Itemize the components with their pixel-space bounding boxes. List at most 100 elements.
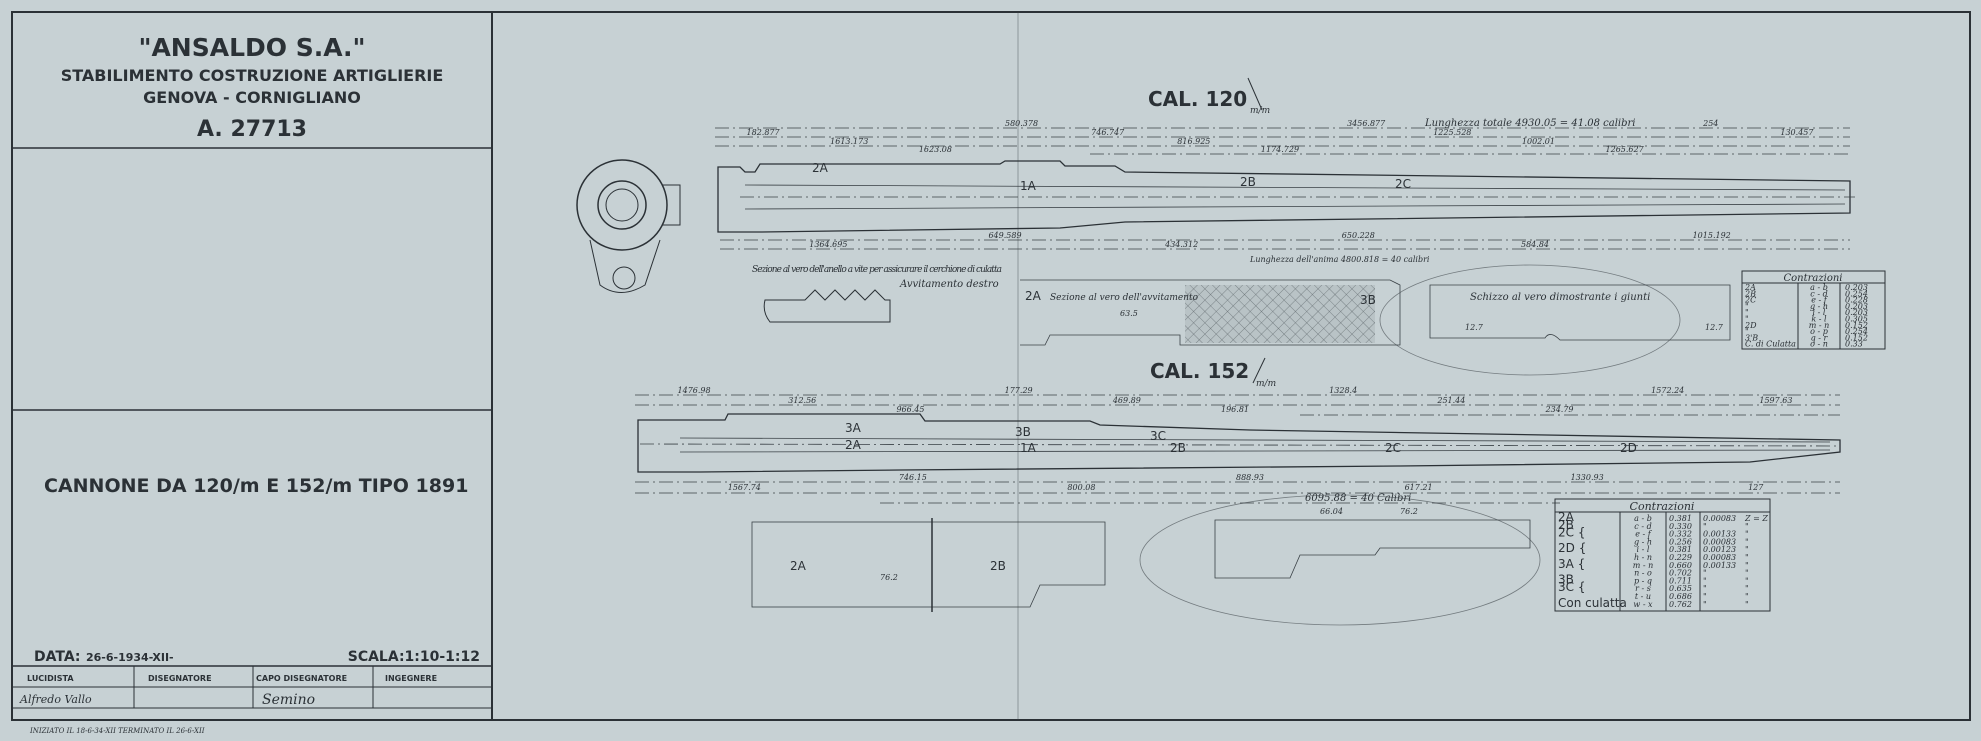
dimension-label: 0.686 xyxy=(1669,592,1692,601)
dimension-label: " xyxy=(1745,584,1749,593)
dimension-label: 1002.01 xyxy=(1522,137,1555,146)
thread-direction-caption: Avvitamento destro xyxy=(899,279,999,290)
dimension-label: 1476.98 xyxy=(678,386,711,395)
dimension-label: Z = Z xyxy=(1744,514,1768,523)
dimension-label: g - h xyxy=(1634,537,1652,546)
dimension-label: a - b xyxy=(1810,283,1828,292)
dimension-label: 1015.192 xyxy=(1693,231,1731,240)
dimension-label: " xyxy=(1745,327,1749,336)
part-label: 2A xyxy=(812,161,829,175)
role-lucidista: LUCIDISTA xyxy=(27,674,74,683)
dimension-label: " xyxy=(1745,600,1749,609)
dimension-label: 1567.74 xyxy=(728,483,761,492)
dimension-label: 649.589 xyxy=(988,231,1021,240)
part-label: 2B xyxy=(1240,175,1256,189)
dimension-label: " xyxy=(1745,576,1749,585)
dimension-label: r - s xyxy=(1635,584,1651,593)
drawing-subject: CANNONE DA 120/m E 152/m TIPO 1891 xyxy=(44,475,468,497)
cal-120-view: CAL. 120 m/m 2A 1A 2B 2C Lunghezza total… xyxy=(576,77,1855,376)
dimension-label: 1265.627 xyxy=(1606,145,1645,154)
dimension-label: 0.00123 xyxy=(1703,545,1736,554)
dimension-label: g - h xyxy=(1810,302,1828,311)
dimension-label: 2B xyxy=(1744,289,1756,298)
ring-thread-section xyxy=(763,289,891,323)
dimension-label: h - n xyxy=(1634,553,1652,562)
scale: SCALA:1:10-1:12 xyxy=(348,649,480,665)
dimension-label: 0.660 xyxy=(1669,561,1692,570)
dimension-label: " xyxy=(1745,302,1749,311)
dimension-label: 3C { xyxy=(1558,580,1585,594)
dimension-label: 12.7 xyxy=(1465,323,1484,332)
bore-length: Lunghezza dell'anima 4800.818 = 40 calib… xyxy=(1249,255,1430,264)
dimension-label: 3456.877 xyxy=(1347,119,1386,128)
total-length: Lunghezza totale 4930.05 = 41.08 calibri xyxy=(1424,118,1636,129)
part-label: 2D xyxy=(1620,441,1637,455)
cal-152-unit: m/m xyxy=(1256,379,1276,389)
dimension-label: 254 xyxy=(1702,119,1718,128)
company-name: "ANSALDO S.A." xyxy=(138,33,365,62)
dimension-label: 66.04 xyxy=(1320,507,1343,516)
part-label: 1A xyxy=(1020,441,1037,455)
dimension-label: m - n xyxy=(1633,561,1654,570)
dimension-label: 1364.695 xyxy=(809,240,847,249)
joint-detail-left xyxy=(751,521,933,608)
dimension-label: 0.00133 xyxy=(1703,530,1736,539)
dimension-label: p - q xyxy=(1634,576,1652,585)
dimension-label: 312.56 xyxy=(788,396,816,405)
dimension-label: 0.711 xyxy=(1669,576,1692,585)
dimension-label: C. di Culatta xyxy=(1745,340,1796,349)
dimension-label: " xyxy=(1745,561,1749,570)
dimension-label: 0.00083 xyxy=(1703,537,1736,546)
dimension-label: m - n xyxy=(1809,321,1830,330)
dimension-label: 0.00083 xyxy=(1703,553,1736,562)
dimension-label: 2B xyxy=(1558,518,1574,532)
dimension-label: 746.15 xyxy=(899,473,927,482)
part-label: 3C xyxy=(1150,429,1166,443)
joint-sketch-caption: Schizzo al vero dimostrante i giunti xyxy=(1470,292,1650,303)
dimension-label: 1623.08 xyxy=(919,145,952,154)
date-label: DATA: xyxy=(34,649,81,665)
plant-location: GENOVA - CORNIGLIANO xyxy=(143,88,361,107)
dimension-label: " xyxy=(1703,584,1707,593)
dimension-label: 0.762 xyxy=(1669,600,1692,609)
dimension-label: 182.877 xyxy=(747,128,781,137)
dimension-label: w - x xyxy=(1633,600,1653,609)
dimension-label: 0.228 xyxy=(1845,296,1868,305)
cal-152-view: CAL. 152 m/m 3A 2A 3B 1A 3C 2B 2C 2D 609… xyxy=(635,357,1841,626)
dimension-label: 2A xyxy=(1744,283,1756,292)
dimension-label: t - u xyxy=(1635,592,1651,601)
part-label: 3B xyxy=(1015,425,1031,439)
role-capo-disegnatore: CAPO DISEGNATORE xyxy=(256,674,347,683)
dimension-label: c - d xyxy=(1634,522,1651,531)
dimension-label: 816.925 xyxy=(1177,137,1210,146)
dimension-label: 580.378 xyxy=(1005,119,1038,128)
dimension-label: 0.381 xyxy=(1669,545,1692,554)
dimension-label: 234.79 xyxy=(1545,405,1574,414)
dimension-label: " xyxy=(1745,545,1749,554)
dimension-label: k - l xyxy=(1811,315,1827,324)
dimension-label: c - d xyxy=(1810,289,1827,298)
signature-lucidista: Alfredo Vallo xyxy=(19,693,92,706)
dimension-label: 0.330 xyxy=(1669,522,1692,531)
dimension-label: 0.635 xyxy=(1669,584,1692,593)
dimension-label: " xyxy=(1745,530,1749,539)
dimension-label: 0.381 xyxy=(1669,514,1692,523)
dimension-label: 746.747 xyxy=(1091,128,1125,137)
dimension-label: " xyxy=(1745,522,1749,531)
dimension-label: i - l xyxy=(1813,308,1826,317)
drawing-number: A. 27713 xyxy=(197,117,307,142)
dimension-label: 0.254 xyxy=(1845,327,1868,336)
dimension-label: 0.702 xyxy=(1669,569,1692,578)
dimension-label: a - b xyxy=(1634,514,1652,523)
dimension-label: 800.08 xyxy=(1067,483,1095,492)
dimension-label: 3B xyxy=(1558,572,1574,586)
cal-152-barrel xyxy=(637,413,1841,473)
part-label: 1A xyxy=(1020,179,1037,193)
part-label: 2A xyxy=(790,559,807,573)
dimension-label: 196.81 xyxy=(1221,405,1249,414)
cal-120-barrel xyxy=(717,160,1851,233)
dimension-label: 0.254 xyxy=(1845,289,1868,298)
dimension-label: 1225.528 xyxy=(1433,128,1471,137)
role-disegnatore: DISEGNATORE xyxy=(148,674,212,683)
